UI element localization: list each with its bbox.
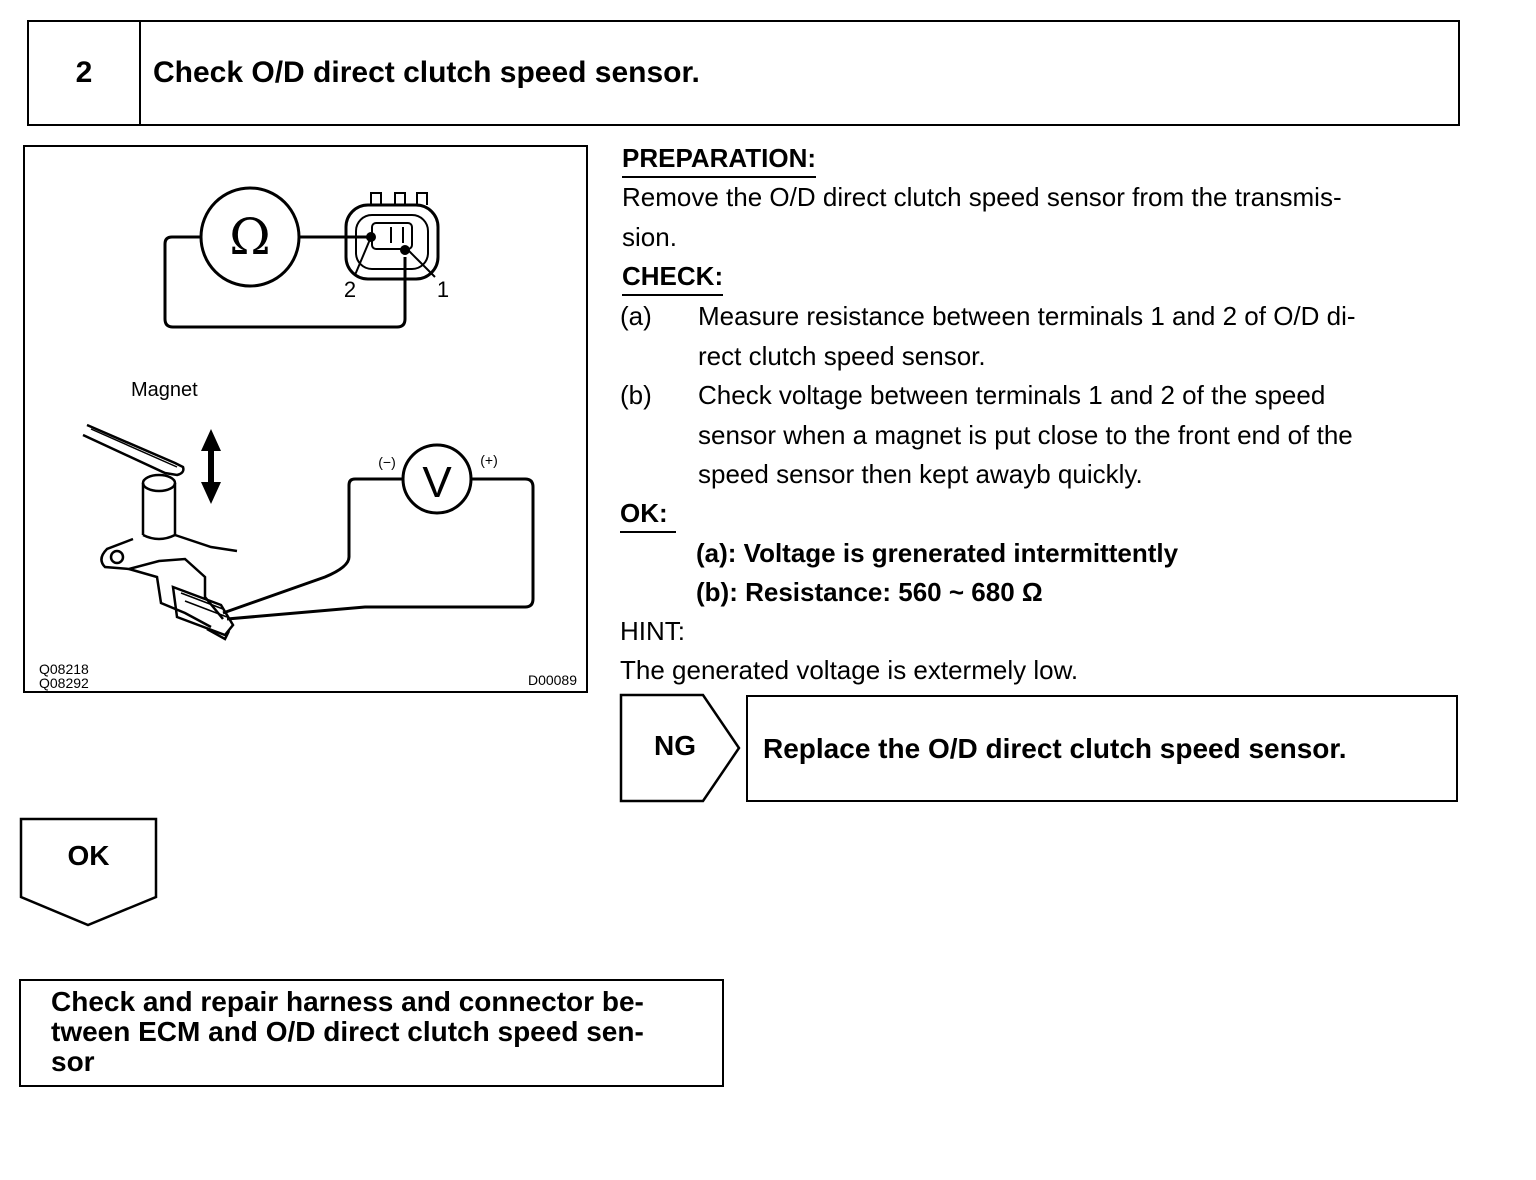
ok-criterion-a: (a): Voltage is grenerated intermittentl…: [696, 538, 1179, 568]
check-item-a-line-2: rect clutch speed sensor.: [698, 340, 986, 371]
ok-result-line-3: sor: [51, 1046, 95, 1077]
terminal-1-label: 1: [437, 277, 449, 302]
check-item-b-line-1: Check voltage between terminals 1 and 2 …: [698, 380, 1326, 410]
volt-symbol: V: [422, 458, 452, 507]
minus-label: (−): [378, 454, 396, 470]
hint-text: The generated voltage is extermely low.: [620, 655, 1079, 685]
speed-sensor-icon: [100, 473, 238, 641]
ok-result-box: Check and repair harness and connector b…: [19, 979, 724, 1087]
ok-result-line-1: Check and repair harness and connector b…: [51, 986, 644, 1017]
up-down-arrow-icon: [201, 429, 221, 504]
check-item-b-text: Check voltage between terminals 1 and 2 …: [698, 376, 1464, 495]
circuit-figure: Ω 2 1 Magnet V (−: [23, 145, 588, 693]
ohm-lead-wire: [163, 235, 407, 329]
step-number: 2: [29, 22, 141, 124]
ok-label: OK: [67, 840, 110, 871]
step-header: 2 Check O/D direct clutch speed sensor.: [27, 20, 1460, 126]
figure-code-left-2: Q08292: [39, 675, 89, 691]
ng-result-text: Replace the O/D direct clutch speed sens…: [763, 732, 1347, 764]
ok-arrow-shape: [19, 817, 158, 927]
figure-code-left-1: Q08218: [39, 661, 89, 677]
ohm-symbol: Ω: [229, 208, 270, 266]
figure-code-right: D00089: [528, 672, 577, 688]
preparation-text: Remove the O/D direct clutch speed senso…: [622, 178, 1464, 257]
step-title: Check O/D direct clutch speed sensor.: [153, 56, 700, 89]
ng-arrow-shape: [619, 693, 741, 803]
magnet-label: Magnet: [131, 379, 198, 401]
preparation-heading: PREPARATION:: [622, 141, 817, 178]
check-item-a-marker: (a): [620, 301, 652, 331]
hint-heading: HINT:: [620, 616, 685, 646]
check-item-b-line-3: speed sensor then kept awayb quickly.: [698, 459, 1143, 489]
magnet-icon: [82, 423, 185, 477]
check-heading: CHECK:: [622, 259, 724, 296]
check-item-a-text: Measure resistance between terminals 1 a…: [698, 297, 1464, 376]
ok-heading: OK:: [620, 496, 676, 533]
check-item-b-marker: (b): [620, 380, 652, 410]
ng-label: NG: [654, 730, 696, 761]
ok-criterion-b: (b): Resistance: 560 ~ 680 Ω: [696, 577, 1043, 607]
connector-icon: [344, 203, 440, 281]
ok-result-line-2: tween ECM and O/D direct clutch speed se…: [51, 1016, 644, 1047]
preparation-line-2: sion.: [622, 221, 677, 252]
volt-lead-positive: [226, 477, 535, 621]
plus-label: (+): [480, 452, 498, 468]
volt-lead-negative: [222, 477, 403, 615]
circuit-diagram: Ω 2 1 Magnet V (−: [39, 186, 577, 691]
check-item-b-line-2: sensor when a magnet is put close to the…: [698, 419, 1353, 450]
ng-result-box: Replace the O/D direct clutch speed sens…: [746, 695, 1458, 802]
terminal-2-label: 2: [344, 277, 356, 302]
preparation-line-1: Remove the O/D direct clutch speed senso…: [622, 182, 1342, 212]
check-item-a-line-1: Measure resistance between terminals 1 a…: [698, 301, 1356, 331]
